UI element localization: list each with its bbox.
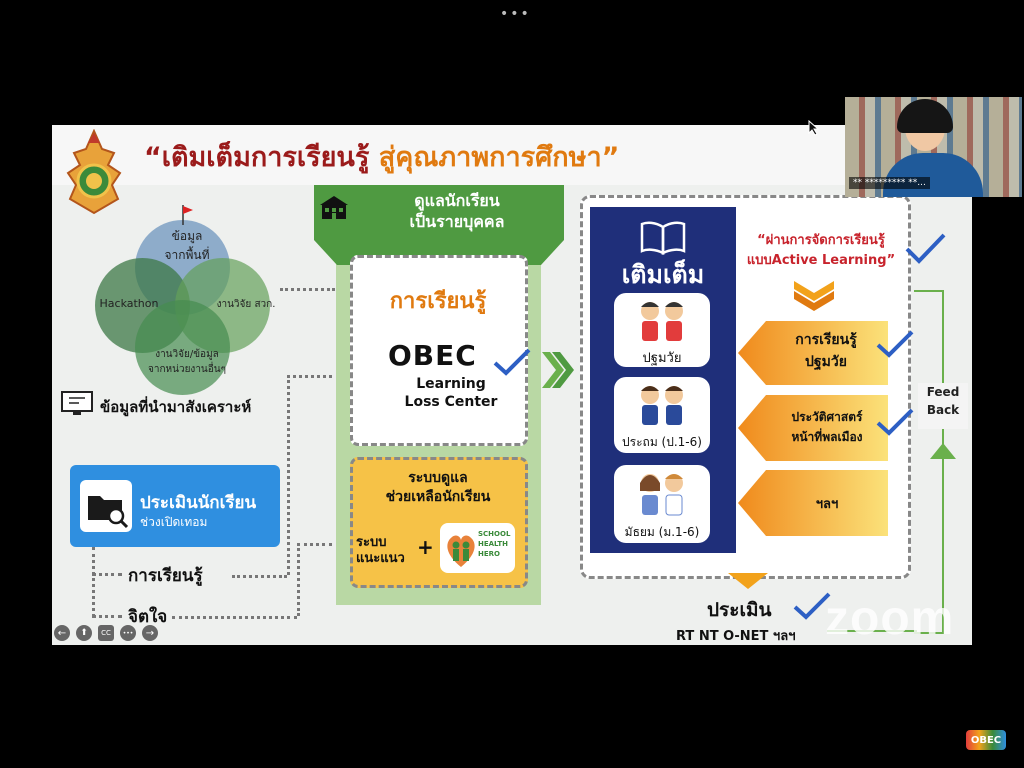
topic-arrow bbox=[738, 470, 888, 536]
school-health-hero-text: SCHOOL HEALTH HERO bbox=[478, 530, 511, 558]
participant-name: ** ********* **... bbox=[849, 177, 930, 189]
topic-arrow bbox=[738, 321, 888, 385]
guidance-text: ระบบ แนะแนว bbox=[356, 535, 405, 566]
computer-monitor-icon bbox=[61, 391, 93, 415]
obec-emblem-icon bbox=[66, 129, 122, 215]
venn-right-label: งานวิจัย สวก. bbox=[216, 299, 276, 310]
feedback-loop-line bbox=[914, 290, 944, 634]
title-main-text: “เติมเต็มการเรียนรู้ bbox=[144, 142, 379, 173]
topic-label: การเรียนรู้ ปฐมวัย bbox=[795, 332, 857, 370]
mouse-cursor-icon bbox=[808, 120, 820, 136]
connector-line bbox=[287, 375, 290, 575]
prev-slide-button[interactable]: ← bbox=[54, 625, 70, 641]
tests-label: RT NT O-NET ฯลฯ bbox=[676, 629, 796, 644]
support-title: ระบบดูแล ช่วยเหลือนักเรียน bbox=[385, 470, 491, 505]
zoom-watermark: zoom bbox=[825, 592, 955, 645]
check-icon bbox=[876, 408, 914, 436]
check-icon bbox=[793, 592, 831, 620]
check-icon bbox=[905, 233, 946, 264]
heart-people-icon bbox=[447, 535, 475, 567]
obec-text: OBEC bbox=[388, 339, 477, 372]
title-bar bbox=[52, 125, 972, 185]
fill-title: เติมเต็ม bbox=[621, 260, 705, 289]
level-card-primary: ประถม (ป.1-6) bbox=[614, 377, 710, 453]
topic-label: ฯลฯ bbox=[815, 497, 839, 512]
open-book-icon bbox=[640, 221, 686, 255]
level-label: ประถม (ป.1-6) bbox=[622, 435, 702, 449]
assess-title: ประเมินนักเรียน bbox=[140, 493, 257, 513]
arrow-down-icon bbox=[728, 573, 768, 589]
venn-top-label: ข้อมูล จากพื้นที่ bbox=[164, 229, 210, 262]
evaluate-label: ประเมิน bbox=[707, 599, 772, 621]
analysis-label: ข้อมูลที่นำมาสังเคราะห์ bbox=[100, 398, 252, 416]
branch-mind-label: จิตใจ bbox=[128, 607, 168, 627]
care-header-bar bbox=[314, 185, 564, 240]
children-icon bbox=[641, 302, 683, 341]
branch-line bbox=[92, 573, 122, 576]
school-building-icon bbox=[320, 196, 348, 219]
assess-students-box: ประเมินนักเรียน ช่วงเปิดเทอม bbox=[70, 465, 280, 547]
connector-line bbox=[232, 575, 287, 578]
more-options-icon[interactable]: ••• bbox=[500, 6, 531, 22]
arrow-up-icon bbox=[930, 443, 956, 459]
venn-left-label: Hackathon bbox=[99, 297, 159, 310]
school-health-hero-logo: SCHOOL HEALTH HERO bbox=[440, 523, 515, 573]
students-icon bbox=[640, 474, 683, 516]
topic-arrow bbox=[738, 395, 888, 461]
connector-line bbox=[297, 543, 332, 546]
more-button[interactable]: ••• bbox=[120, 625, 136, 641]
slide-title: “เติมเต็มการเรียนรู้ สู่คุณภาพการศึกษา” bbox=[144, 135, 619, 178]
level-card-kindergarten: ปฐมวัย bbox=[614, 293, 710, 367]
learning-title: การเรียนรู้ bbox=[389, 289, 487, 314]
slide-controls: ← ⬆ CC ••• → bbox=[54, 625, 158, 641]
next-slide-button[interactable]: → bbox=[142, 625, 158, 641]
connector-line bbox=[172, 616, 297, 619]
shared-slide: “เติมเต็มการเรียนรู้ สู่คุณภาพการศึกษา” … bbox=[52, 125, 972, 645]
double-chevron-right-icon bbox=[542, 352, 574, 388]
pointer-button[interactable]: ⬆ bbox=[76, 625, 92, 641]
venn-circle-bottom bbox=[135, 300, 230, 395]
chevron-down-icon bbox=[794, 281, 834, 311]
venn-bottom-label: งานวิจัย/ข้อมูล จากหน่วยงานอื่นๆ bbox=[148, 349, 226, 375]
obec-corner-logo: OBEC bbox=[966, 730, 1006, 750]
connector-line bbox=[297, 543, 300, 616]
participant-video-tile[interactable]: ** ********* **... bbox=[845, 97, 1022, 197]
title-highlight-text: สู่คุณภาพการศึกษา” bbox=[378, 142, 620, 173]
level-label: ปฐมวัย bbox=[642, 351, 682, 366]
connector-line bbox=[287, 375, 332, 378]
children-icon bbox=[641, 386, 683, 425]
feedback-label: Feed Back bbox=[918, 383, 968, 429]
branch-line bbox=[92, 615, 122, 618]
active-learning-text: “ผ่านการจัดการเรียนรู้ แบบActive Learnin… bbox=[746, 233, 896, 268]
care-header-text: ดูแลนักเรียน เป็นรายบุคคล bbox=[409, 191, 505, 231]
folder-search-icon bbox=[80, 480, 132, 532]
connector-line bbox=[280, 288, 335, 291]
level-card-secondary: มัธยม (ม.1-6) bbox=[614, 465, 710, 543]
check-icon bbox=[876, 330, 914, 358]
captions-button[interactable]: CC bbox=[98, 625, 114, 641]
flag-icon bbox=[182, 205, 193, 225]
topic-label: ประวัติศาสตร์ หน้าที่พลเมือง bbox=[791, 410, 863, 444]
assess-subtitle: ช่วงเปิดเทอม bbox=[140, 515, 208, 529]
check-icon bbox=[493, 348, 531, 376]
plus-sign: + bbox=[417, 535, 434, 559]
feedback-loop-line bbox=[827, 630, 917, 632]
branch-learning-label: การเรียนรู้ bbox=[128, 566, 203, 586]
participant-shirt bbox=[883, 153, 983, 197]
learning-loss-text: Learning Loss Center bbox=[404, 376, 498, 410]
level-label: มัธยม (ม.1-6) bbox=[624, 525, 700, 539]
branch-line bbox=[92, 547, 95, 617]
